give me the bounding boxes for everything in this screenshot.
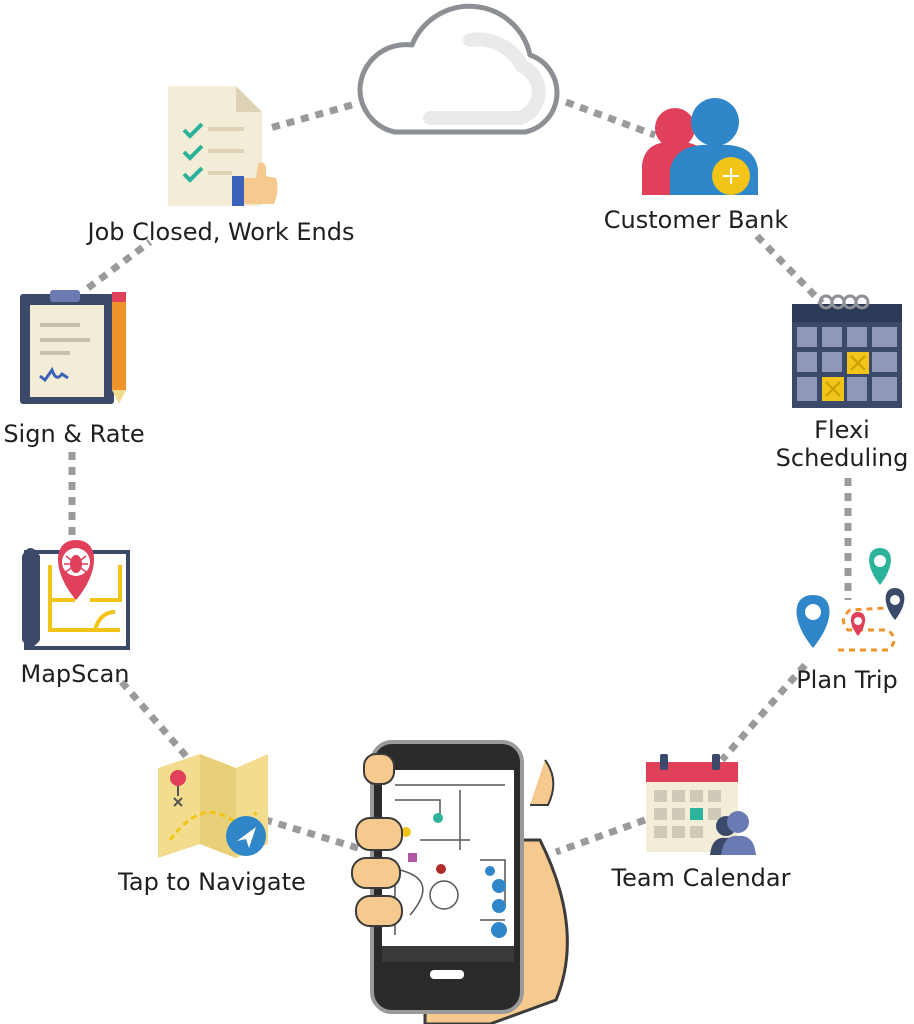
cloud-icon: [357, 3, 560, 135]
team-calendar-icon: [646, 754, 756, 855]
connector-tap-mapscan: [117, 677, 189, 759]
connectors: [68, 98, 852, 856]
floorplan-pest-icon: [22, 540, 130, 650]
checklist-thumbs-up-icon: [168, 86, 278, 206]
connector-customer-flexi: [754, 233, 825, 306]
connector-team-phone: [554, 816, 647, 856]
connector-sign-job: [85, 239, 153, 291]
label-tap-to-navigate: Tap to Navigate: [118, 868, 306, 896]
label-plan-trip: Plan Trip: [796, 666, 898, 694]
connector-cloud-customer: [564, 98, 657, 139]
connector-phone-tap: [264, 816, 360, 852]
label-flexi-scheduling: Flexi Scheduling: [770, 416, 914, 472]
users-add-icon: [642, 98, 758, 195]
label-mapscan: MapScan: [20, 660, 130, 688]
route-pins-icon: [796, 548, 905, 652]
clipboard-pencil-icon: [20, 290, 126, 404]
label-flexi-line2: Scheduling: [775, 444, 909, 472]
calendar-icon: [792, 294, 902, 408]
label-sign-rate: Sign & Rate: [3, 420, 145, 448]
phone-map-icon: [351, 740, 569, 1024]
label-team-calendar: Team Calendar: [611, 864, 791, 892]
label-job-closed: Job Closed, Work Ends: [87, 218, 355, 246]
label-flexi-line1: Flexi: [814, 416, 870, 444]
connector-plan-team: [719, 662, 808, 763]
label-customer-bank: Customer Bank: [603, 206, 789, 234]
folded-map-icon: [158, 754, 268, 858]
connector-cloud-job: [269, 101, 353, 132]
